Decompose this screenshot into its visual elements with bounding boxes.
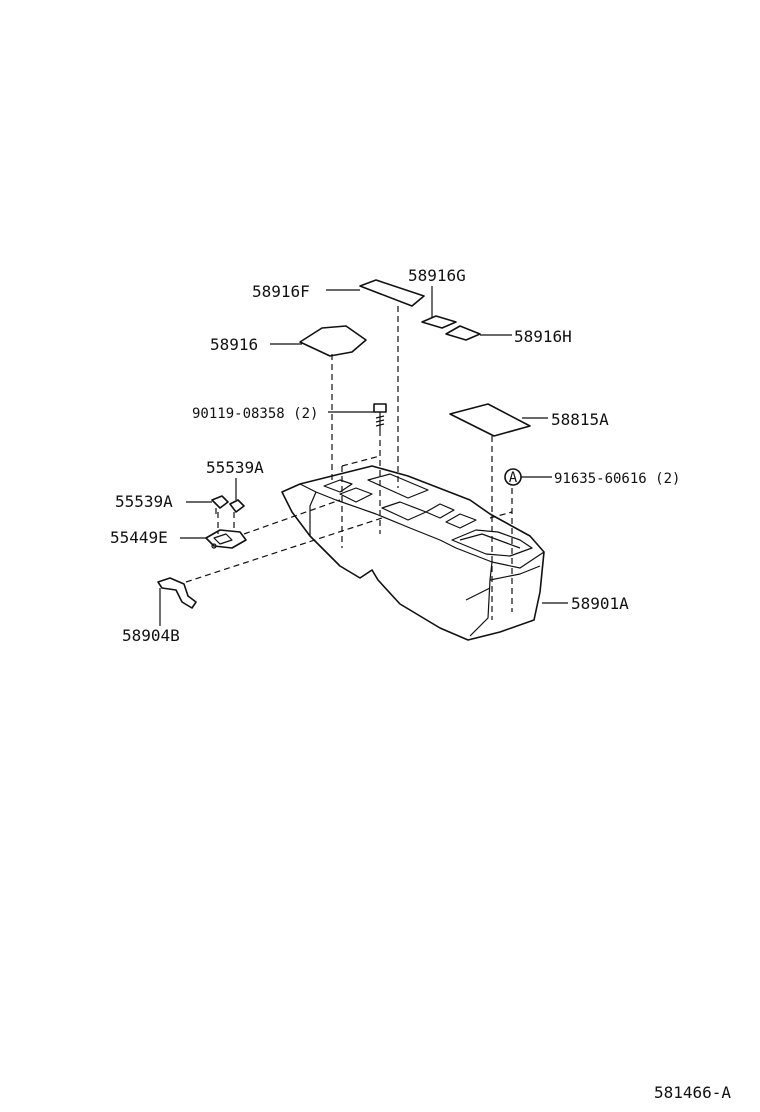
console-box (281, 465, 545, 641)
clip-55539A-top (229, 499, 245, 513)
label-58916F: 58916F (252, 282, 310, 301)
pad-58916 (299, 325, 367, 357)
bracket-58904B (157, 577, 197, 609)
label-55539A-left: 55539A (115, 492, 173, 511)
label-90119-08358: 90119-08358 (2) (192, 406, 318, 422)
pad-58815A (449, 403, 531, 437)
callout-a: A (504, 468, 522, 486)
pad-58916G (421, 315, 457, 329)
label-58815A: 58815A (551, 410, 609, 429)
label-91635-60616: 91635-60616 (2) (554, 471, 680, 487)
label-58916: 58916 (210, 335, 258, 354)
label-55539A-top: 55539A (206, 458, 264, 477)
screw-90119 (373, 403, 387, 430)
alignment-lines (185, 306, 513, 620)
bracket-55449E (205, 529, 247, 549)
pad-58916F (359, 279, 425, 307)
svg-text:A: A (509, 470, 518, 486)
label-58904B: 58904B (122, 626, 180, 645)
label-55449E: 55449E (110, 528, 168, 547)
label-58916G: 58916G (408, 266, 466, 285)
pad-58916H (445, 325, 481, 341)
label-58916H: 58916H (514, 327, 572, 346)
clip-55539A-left (211, 495, 229, 514)
figure-id: 581466-A (654, 1083, 731, 1102)
label-58901A: 58901A (571, 594, 629, 613)
